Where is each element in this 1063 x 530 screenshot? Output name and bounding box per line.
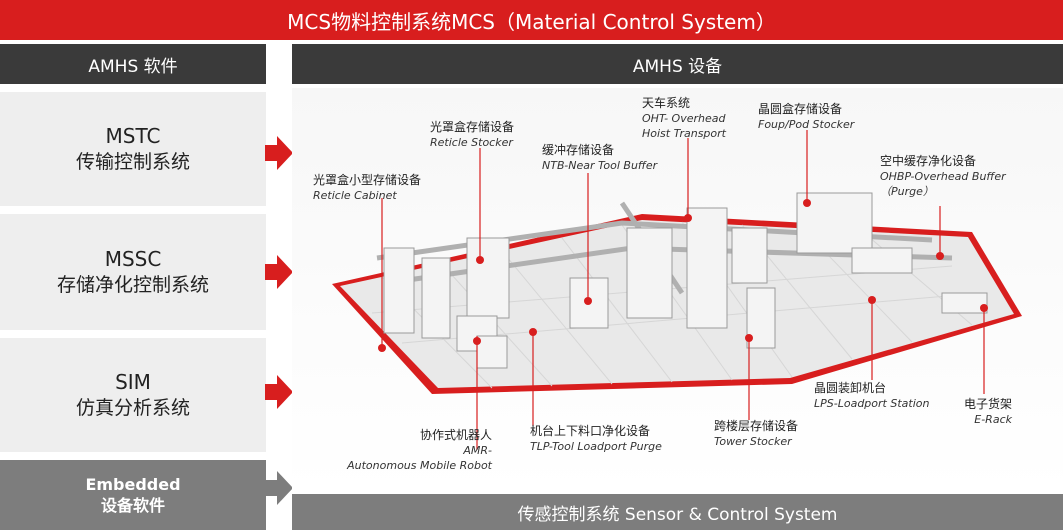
label-en-2: Hoist Transport [642,127,726,140]
label-en: OHBP-Overhead Buffer [880,170,1006,183]
label-en: Foup/Pod Stocker [758,118,855,131]
label-cn: 机台上下料口净化设备 [530,424,651,438]
label-foup-stocker: 晶圆盒存储设备 Foup/Pod Stocker [758,102,854,132]
label-cn: 天车系统 [642,96,691,110]
page-title: MCS物料控制系统MCS（Material Control System） [0,0,1063,40]
software-box-title: Embedded [85,475,181,494]
label-tlp: 机台上下料口净化设备 TLP-Tool Loadport Purge [530,424,662,454]
label-reticle-cabinet: 光罩盒小型存储设备 Reticle Cabinet [313,173,421,203]
sensor-control-bar: 传感控制系统 Sensor & Control System [292,494,1063,530]
label-ohbp: 空中缓存净化设备 OHBP-Overhead Buffer （Purge） [880,154,1006,199]
label-oht: 天车系统 OHT- Overhead Hoist Transport [642,96,726,141]
label-cn: 缓冲存储设备 [542,143,615,157]
label-tower-stocker: 跨楼层存储设备 Tower Stocker [714,419,798,449]
label-cn: 光罩盒小型存储设备 [313,173,422,187]
label-cn: 协作式机器人 [419,428,492,442]
label-en: NTB-Near Tool Buffer [542,159,658,172]
label-en-2: Autonomous Mobile Robot [347,459,492,472]
label-en: LPS-Loadport Station [814,397,930,410]
label-cn: 晶圆盒存储设备 [758,102,843,116]
software-header: AMHS 软件 [0,44,266,84]
software-box-title: SIM [115,370,151,394]
software-box-subtitle: 仿真分析系统 [75,397,190,419]
equipment-header: AMHS 设备 [292,44,1063,84]
label-cn: 空中缓存净化设备 [880,154,977,168]
software-box-subtitle: 传输控制系统 [75,151,190,173]
label-en: E-Rack [974,413,1012,426]
label-cn: 跨楼层存储设备 [714,419,799,433]
label-cn: 光罩盒存储设备 [430,120,515,134]
software-box-title: MSSC [104,247,162,271]
software-box-title: MSTC [105,124,161,148]
software-box-mstc[interactable]: MSTC 传输控制系统 [0,92,266,206]
label-en: Reticle Cabinet [313,189,397,202]
label-erack: 电子货架 E-Rack [932,397,1012,427]
software-box-sim[interactable]: SIM 仿真分析系统 [0,338,266,452]
label-lps: 晶圆装卸机台 LPS-Loadport Station [814,381,929,411]
label-en: Tower Stocker [714,435,792,448]
fab-floor-drawing [332,130,1022,450]
label-cn: 晶圆装卸机台 [814,381,887,395]
fab-illustration: 光罩盒小型存储设备 Reticle Cabinet 光罩盒存储设备 Reticl… [292,88,1063,493]
label-reticle-stocker: 光罩盒存储设备 Reticle Stocker [430,120,514,150]
software-box-embedded[interactable]: Embedded 设备软件 [0,460,266,530]
label-en: Reticle Stocker [430,136,513,149]
label-ntb: 缓冲存储设备 NTB-Near Tool Buffer [542,143,657,173]
label-en-2: （Purge） [880,185,934,198]
label-amr: 协作式机器人 AMR- Autonomous Mobile Robot [342,428,492,473]
label-en: AMR- [463,444,492,457]
label-cn: 电子货架 [963,397,1012,411]
software-box-subtitle: 存储净化控制系统 [56,274,209,296]
label-en: OHT- Overhead [642,112,726,125]
software-box-mssc[interactable]: MSSC 存储净化控制系统 [0,214,266,330]
software-box-subtitle: 设备软件 [100,496,165,515]
label-en: TLP-Tool Loadport Purge [530,440,662,453]
